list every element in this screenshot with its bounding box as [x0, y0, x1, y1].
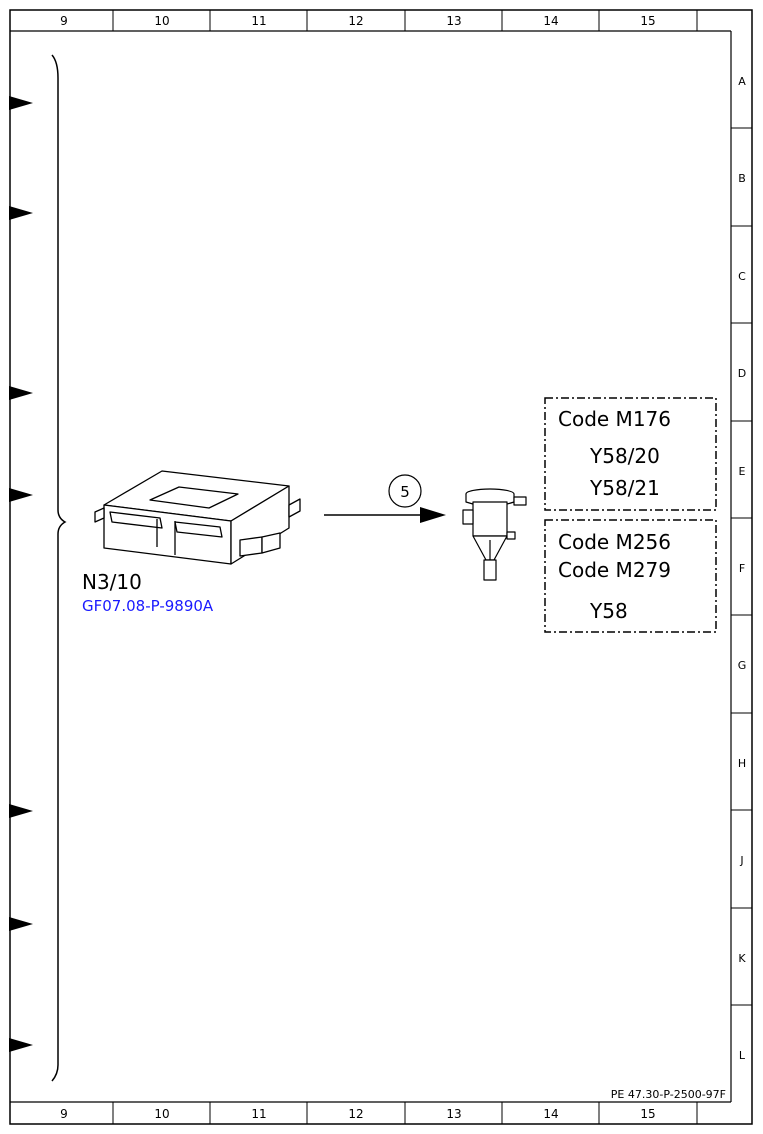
variant-part: Y58 — [589, 599, 628, 623]
reference-arrow-icon — [9, 488, 33, 502]
bottom-column-label: 11 — [251, 1107, 266, 1121]
row-label: D — [738, 367, 746, 380]
connection-number: 5 — [400, 483, 410, 501]
component-document-link[interactable]: GF07.08-P-9890A — [82, 597, 214, 615]
reference-arrow-icon — [9, 206, 33, 220]
row-label: B — [738, 172, 746, 185]
row-label: K — [738, 952, 746, 965]
top-column-label: 9 — [60, 14, 68, 28]
top-column-dividers — [112, 10, 698, 31]
component-id: N3/10 — [82, 570, 142, 594]
variant-code: Code M256 — [558, 530, 671, 554]
top-column-labels: 9 10 11 12 13 14 15 — [60, 14, 655, 28]
bottom-column-label: 10 — [154, 1107, 169, 1121]
reference-arrow-icon — [9, 804, 33, 818]
row-label: G — [738, 659, 747, 672]
bottom-column-label: 14 — [543, 1107, 558, 1121]
bottom-column-label: 13 — [446, 1107, 461, 1121]
row-labels: A B C D E F G H J K L — [738, 75, 747, 1062]
connection-number-circle — [388, 474, 422, 508]
reference-arrow-icon — [9, 386, 33, 400]
bottom-column-label: 12 — [348, 1107, 363, 1121]
top-column-label: 13 — [446, 14, 461, 28]
row-label: A — [738, 75, 746, 88]
variant-code: Code M176 — [558, 407, 671, 431]
row-label: H — [738, 757, 746, 770]
variant-code: Code M279 — [558, 558, 671, 582]
document-reference: PE 47.30-P-2500-97F — [611, 1088, 726, 1101]
bottom-column-label: 15 — [640, 1107, 655, 1121]
variant-part: Y58/20 — [589, 444, 660, 468]
solenoid-valve-icon[interactable] — [462, 488, 527, 581]
variant-part: Y58/21 — [589, 476, 660, 500]
row-label: E — [739, 465, 746, 478]
row-label: C — [738, 270, 746, 283]
top-column-label: 12 — [348, 14, 363, 28]
bottom-column-label: 9 — [60, 1107, 68, 1121]
reference-arrow-icon — [9, 917, 33, 931]
connection-arrow — [324, 507, 446, 523]
variant-box-m256-m279 — [544, 519, 717, 633]
left-brace — [51, 54, 67, 1082]
left-reference-arrows — [9, 96, 33, 1052]
reference-arrow-icon — [9, 1038, 33, 1052]
top-column-label: 15 — [640, 14, 655, 28]
bottom-column-dividers — [112, 1102, 698, 1124]
variant-box-m176 — [544, 397, 717, 511]
row-dividers — [731, 127, 752, 1006]
top-column-label: 11 — [251, 14, 266, 28]
outer-frame — [9, 9, 753, 1125]
control-unit-n3-10-icon[interactable] — [94, 470, 301, 565]
top-column-label: 10 — [154, 14, 169, 28]
row-label: L — [739, 1049, 746, 1062]
row-label: J — [739, 854, 743, 867]
row-label: F — [739, 562, 745, 575]
reference-arrow-icon — [9, 96, 33, 110]
bottom-column-labels: 9 10 11 12 13 14 15 — [60, 1107, 655, 1121]
top-column-label: 14 — [543, 14, 558, 28]
arrowhead-icon — [420, 507, 446, 523]
